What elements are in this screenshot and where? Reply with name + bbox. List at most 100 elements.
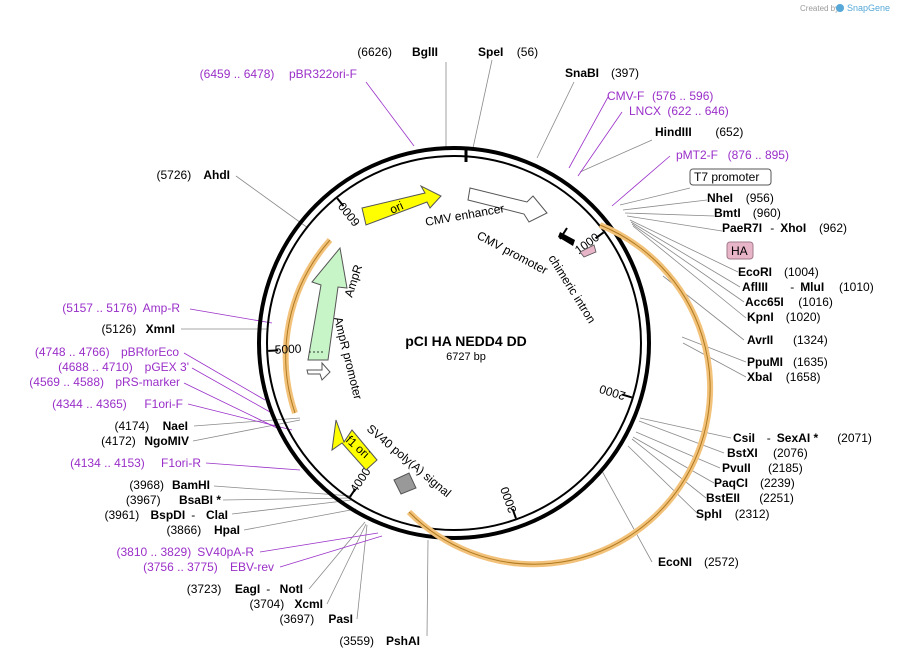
site-position: (1016) — [798, 295, 833, 309]
site-sphi[interactable]: SphI(2312) — [696, 507, 769, 521]
primer-range: (4344 .. 4365) — [52, 397, 127, 411]
site-afliii[interactable]: AflIII-MluI(1010) — [742, 280, 874, 294]
ha-box — [726, 241, 754, 260]
site-position: (3961) — [105, 508, 140, 522]
site-bmti[interactable]: BmtI(960) — [714, 206, 781, 220]
site-position: (3968) — [129, 478, 164, 492]
primer-f1orif[interactable]: F1ori-F (4344 .. 4365) — [52, 397, 183, 411]
site-naei[interactable]: NaeI(4174) — [115, 419, 188, 433]
primer-cmvf[interactable]: CMV-F(576 .. 596) — [607, 89, 713, 103]
site-acc65i[interactable]: Acc65I (1016) — [745, 295, 833, 309]
site-pshai[interactable]: PshAI(3559) — [339, 634, 420, 648]
orf-highlight-left-edge — [285, 239, 331, 414]
site-position: (2185) — [768, 461, 803, 475]
site-bspdi[interactable]: ClaI-BspDI(3961) — [105, 508, 228, 522]
primer-range: (4569 .. 4588) — [29, 375, 104, 389]
feature-cmv-enhancer-arrow[interactable] — [467, 187, 548, 223]
site-kpni[interactable]: KpnI(1020) — [747, 310, 820, 324]
primer-lncx[interactable]: LNCX(622 .. 646) — [629, 104, 729, 118]
site-bsabi[interactable]: BsaBI *(3967) — [126, 493, 221, 507]
backbone-outer — [257, 146, 651, 540]
site-separator: - — [770, 221, 774, 235]
primer-name: SV40pA-R — [197, 545, 254, 559]
site-ahdi[interactable]: AhdI(5726) — [157, 168, 230, 182]
plasmid-name: pCI HA NEDD4 DD — [405, 333, 527, 349]
site-position: (1020) — [786, 310, 821, 324]
feature-sv40-polya-box[interactable] — [393, 472, 417, 495]
site-position: (956) — [746, 191, 774, 205]
site-name: Acc65I — [745, 295, 784, 309]
site-csii[interactable]: CsiI-SexAI *(2071) — [733, 431, 872, 445]
site-ecori[interactable]: EcoRI(1004) — [738, 265, 819, 279]
primer-f1orir[interactable]: F1ori-R(4134 .. 4153) — [70, 456, 201, 470]
feature-f1-ori-arrow[interactable] — [331, 419, 378, 471]
site-separator: - — [790, 280, 794, 294]
primer-range: (5157 .. 5176) — [62, 301, 137, 315]
site-name: BamHI — [172, 478, 210, 492]
site-position: (2071) — [837, 431, 872, 445]
primer-ampr[interactable]: Amp-R(5157 .. 5176) — [62, 301, 180, 315]
site-bsteii[interactable]: BstEII(2251) — [706, 491, 794, 505]
site-econi[interactable]: EcoNI(2572) — [658, 555, 739, 569]
primer-name: LNCX — [629, 104, 661, 118]
site-position: (4172) — [101, 434, 136, 448]
site-bglii[interactable]: BglII(6626) — [357, 45, 438, 59]
primer-pbrforeco[interactable]: pBRforEco(4748 .. 4766) — [35, 345, 179, 359]
feature-ampr-promoter-arrow[interactable] — [306, 361, 331, 381]
primer-pbr322orif[interactable]: pBR322ori-F(6459 .. 6478) — [200, 67, 357, 81]
site-ngomiv[interactable]: NgoMIV(4172) — [101, 434, 189, 448]
site-bamhi[interactable]: BamHI (3968) — [129, 478, 210, 492]
site-name: PshAI — [386, 634, 420, 648]
site-name: CsiI — [733, 431, 755, 445]
site-xmni[interactable]: XmnI(5126) — [102, 322, 175, 336]
site-hpai[interactable]: HpaI(3866) — [167, 523, 240, 537]
site-paqci[interactable]: PaqCI(2239) — [714, 476, 795, 490]
site-position: (4174) — [115, 419, 150, 433]
site-position: (3866) — [167, 523, 202, 537]
primer-ebvrev[interactable]: EBV-rev(3756 .. 3775) — [143, 560, 274, 574]
primer-name: F1ori-F — [144, 397, 183, 411]
site-ppumi[interactable]: PpuMI(1635) — [747, 355, 828, 369]
site-pasi[interactable]: PasI(3697) — [280, 612, 353, 626]
site-name: PpuMI — [747, 355, 783, 369]
site-snabi[interactable]: SnaBI(397) — [565, 66, 639, 80]
site-name: PaqCI — [714, 476, 748, 490]
site-hindiii[interactable]: HindIII(652) — [655, 125, 743, 139]
site-position: (3723) — [187, 582, 222, 596]
primer-name: pBRforEco — [121, 345, 179, 359]
site-pvuii[interactable]: PvuII (2185) — [722, 461, 803, 475]
site-eagi[interactable]: NotI-EagI(3723) — [187, 582, 303, 596]
primer-sv40par[interactable]: SV40pA-R(3810 .. 3829) — [116, 545, 254, 559]
site-xbai[interactable]: XbaI(1658) — [747, 370, 820, 384]
site-name: AflIII — [742, 280, 768, 294]
site-name-2: SexAI * — [777, 431, 819, 445]
label-ampr: AmpR — [342, 263, 366, 299]
site-bstxi[interactable]: BstXI(2076) — [727, 446, 808, 460]
primer-prsmarker[interactable]: pRS-marker (4569 .. 4588) — [29, 375, 180, 389]
site-avrii[interactable]: AvrII(1324) — [747, 333, 828, 347]
orf-highlight-right-edge — [408, 224, 711, 565]
primer-pgex3[interactable]: pGEX 3'(4688 .. 4710) — [58, 360, 189, 374]
ring-tick-mark — [348, 488, 357, 498]
ring-tick-label: 3000 — [497, 485, 519, 515]
ring-tick-label: 5000 — [274, 342, 302, 357]
site-paer7i[interactable]: PaeR7I-XhoI(962) — [722, 221, 847, 235]
site-name: SpeI — [478, 45, 503, 59]
primer-name: pRS-marker — [115, 375, 180, 389]
ha-box-label: HA — [731, 244, 748, 258]
credit-brand[interactable]: SnapGene — [847, 3, 890, 13]
feature-ori-arrow[interactable] — [361, 184, 442, 226]
primer-leader-lines — [183, 81, 671, 568]
site-position: (3704) — [250, 597, 285, 611]
feature-ha-tag[interactable] — [579, 244, 597, 258]
site-position: (3967) — [126, 493, 161, 507]
site-spei[interactable]: SpeI(56) — [478, 45, 538, 59]
site-position: (2076) — [773, 446, 808, 460]
primer-pmt2f[interactable]: pMT2-F(876 .. 895) — [676, 148, 789, 162]
site-name: PvuII — [722, 461, 751, 475]
site-xcmi[interactable]: XcmI(3704) — [250, 597, 323, 611]
site-nhei[interactable]: NheI(956) — [707, 191, 774, 205]
feature-ampr-arrow[interactable] — [307, 246, 348, 361]
label-ori: ori — [388, 199, 406, 217]
